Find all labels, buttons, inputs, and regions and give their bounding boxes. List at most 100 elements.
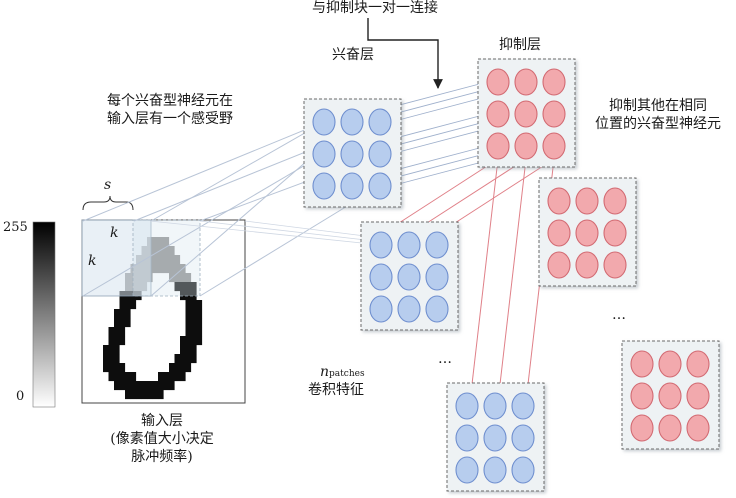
digit-pixel — [130, 390, 137, 400]
inhibitory-neuron — [686, 414, 710, 442]
excitatory-neuron — [369, 231, 393, 259]
ellipsis-right: … — [612, 307, 626, 323]
digit-pixel — [185, 282, 192, 292]
digit-pixel — [125, 318, 131, 328]
digit-pixel — [119, 372, 126, 382]
digit-pixel — [103, 354, 109, 364]
digit-pixel — [114, 336, 120, 346]
label-kernel-top: k — [110, 225, 119, 241]
inhibition-arrow — [384, 158, 499, 233]
digit-pixel — [119, 318, 126, 328]
digit-pixel — [196, 309, 203, 319]
digit-pixel — [180, 273, 186, 283]
inhibitory-neuron — [630, 350, 654, 378]
input-image — [81, 219, 246, 404]
label-n-patches: npatches — [320, 363, 365, 383]
digit-pixel — [108, 336, 115, 346]
excitatory-neuron — [455, 456, 479, 484]
digit-pixel — [119, 300, 126, 310]
digit-pixel — [180, 372, 186, 382]
digit-pixel — [125, 309, 131, 319]
digit-pixel — [103, 363, 109, 373]
digit-pixel — [191, 318, 197, 328]
receptive-field-line — [149, 220, 382, 246]
excitatory-block-3 — [446, 382, 545, 492]
inhibitory-neuron — [542, 68, 566, 96]
label-conv-features: 卷积特征 — [308, 382, 364, 398]
excitatory-neuron — [511, 392, 535, 420]
digit-pixel — [108, 354, 115, 364]
excitatory-neuron — [312, 108, 336, 136]
digit-pixel — [158, 381, 164, 391]
receptive-field-patch — [81, 219, 152, 297]
label-input-layer-line2: (像素值大小决定 — [110, 431, 214, 447]
digit-pixel — [185, 273, 192, 283]
digit-pixel — [163, 264, 170, 274]
label-receptive-field: 每个兴奋型神经元在 输入层有一个感受野 — [85, 92, 255, 128]
digit-pixel — [174, 372, 181, 382]
digit-pixel — [174, 282, 181, 292]
digit-pixel — [185, 354, 192, 364]
receptive-field-line — [150, 121, 325, 222]
digit-pixel — [163, 246, 170, 256]
digit-pixel — [119, 381, 126, 391]
inhibitory-block-2 — [538, 177, 637, 287]
label-n-subscript: patches — [329, 369, 365, 379]
digit-pixel — [130, 381, 137, 391]
digit-pixel — [108, 327, 115, 337]
digit-pixel — [114, 318, 120, 328]
label-scale-max: 255 — [3, 220, 28, 235]
digit-pixel — [147, 390, 153, 400]
digit-pixel — [191, 327, 197, 337]
label-kernel-left: k — [88, 253, 97, 269]
digit-pixel — [191, 309, 197, 319]
digit-pixel — [169, 381, 175, 391]
inhibitory-neuron — [575, 187, 599, 215]
digit-pixel — [119, 363, 126, 373]
label-input-layer: 输入层 (像素值大小决定 脉冲频率) — [72, 412, 252, 466]
digit-pixel — [174, 363, 181, 373]
digit-pixel — [114, 309, 120, 319]
digit-pixel — [169, 246, 175, 256]
receptive-field-line — [82, 153, 325, 297]
inhibition-arrow — [412, 158, 527, 233]
label-one-to-one: 与抑制块一对一连接 — [312, 0, 438, 16]
neuron-blocks — [303, 58, 720, 492]
excitatory-neuron — [397, 263, 421, 291]
inhibitory-neuron — [547, 219, 571, 247]
inhibitory-neuron — [603, 187, 627, 215]
digit-pixel — [114, 363, 120, 373]
inhibition-arrow — [496, 158, 527, 394]
inhibitory-neuron — [514, 68, 538, 96]
digit-pixel — [180, 363, 186, 373]
digit-pixel — [185, 336, 192, 346]
digit-pixel — [136, 390, 142, 400]
digit-pixel — [169, 264, 175, 274]
digit-pixel — [103, 345, 109, 355]
digit-pixel — [119, 336, 126, 346]
digit-pixel — [136, 381, 142, 391]
digit-pixel — [125, 300, 131, 310]
inhibitory-neuron — [658, 350, 682, 378]
excitatory-neuron — [425, 263, 449, 291]
label-receptive-field-line2: 输入层有一个感受野 — [107, 111, 233, 127]
excitatory-neuron — [312, 140, 336, 168]
excitatory-neuron — [368, 140, 392, 168]
digit-pixel — [185, 345, 192, 355]
receptive-field-line — [82, 121, 325, 222]
digit-pixel — [191, 300, 197, 310]
inhibitory-neuron — [603, 251, 627, 279]
digit-pixel — [158, 390, 164, 400]
digit-pixel — [185, 309, 192, 319]
excitatory-neuron — [340, 172, 364, 200]
digit-pixel — [174, 264, 181, 274]
digit-pixel — [174, 273, 181, 283]
excitatory-neuron — [483, 456, 507, 484]
grayscale-bar — [32, 221, 56, 408]
digit-pixel — [119, 309, 126, 319]
excitatory-neuron — [397, 295, 421, 323]
inhibitory-neuron — [658, 414, 682, 442]
excitatory-neuron — [425, 231, 449, 259]
digit-pixel — [158, 237, 164, 247]
